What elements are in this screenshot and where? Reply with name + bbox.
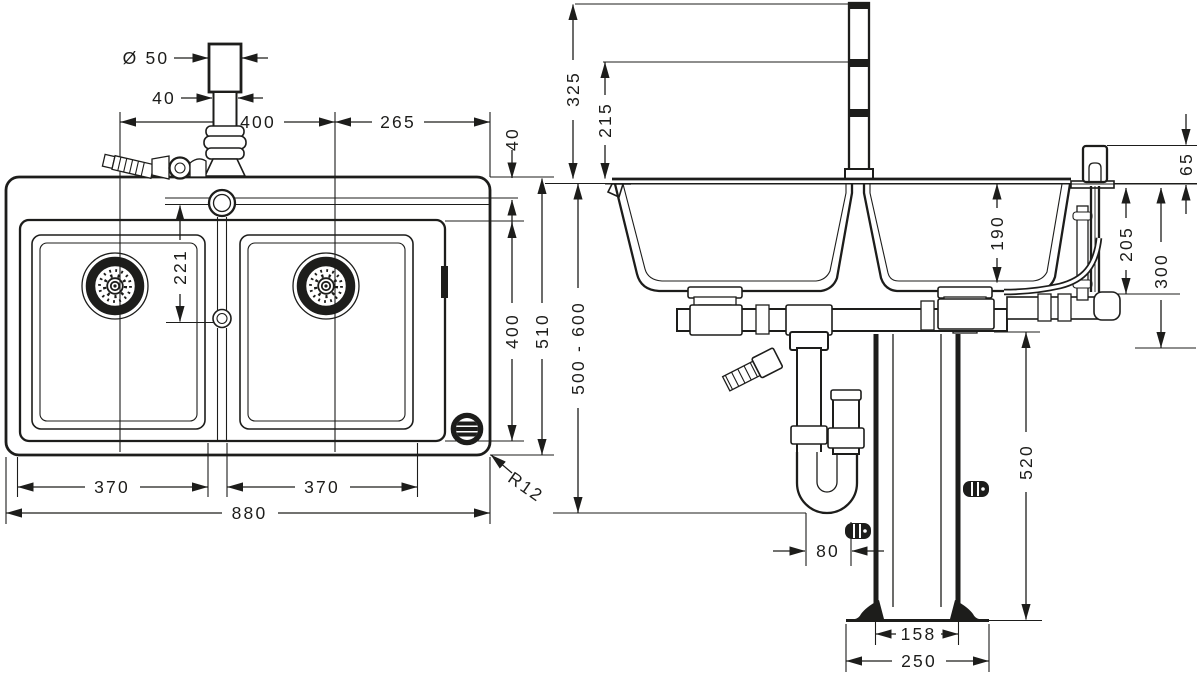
dim-tap-to-left-drain: 400	[240, 112, 276, 132]
dim-right-bowl-width: 370	[304, 477, 340, 497]
dim-trap-offset-label: 80	[816, 541, 840, 561]
sink-section	[606, 177, 1115, 293]
dim-foot-spacing: 158	[901, 624, 937, 644]
waste-actuator	[1003, 144, 1109, 301]
mounting-pillar	[846, 334, 989, 622]
top-view: 400 265 Ø 50 40 40 400 510	[4, 42, 554, 524]
dim-corner-radius-label: R12	[504, 468, 547, 507]
dim-tap-spacing: 400 265	[120, 112, 490, 132]
dim-worktop-height-range: 500 - 600	[568, 301, 588, 395]
right-bowl-outer	[862, 183, 1072, 293]
extension-lines-top-view	[5, 112, 554, 524]
dim-spout-top-height: 325	[563, 71, 583, 107]
dim-column-height-label: 520	[1016, 444, 1036, 480]
dim-base-plate-width: 250	[901, 651, 937, 671]
pillar-foot-left	[855, 600, 884, 619]
pillar-foot-right	[950, 600, 979, 619]
rim-lip-left	[606, 183, 631, 199]
dim-widths: 370 370 880	[6, 477, 490, 523]
p-trap	[721, 331, 865, 515]
overflow-slot	[441, 266, 448, 298]
right-bowl-inner	[869, 183, 1063, 282]
hose-ring	[168, 156, 192, 180]
cable-clip-left	[844, 522, 872, 540]
actuator-knob	[1081, 144, 1109, 184]
dim-overall-width: 880	[232, 503, 268, 523]
dim-bowl-depth: 190	[987, 183, 1007, 283]
dim-spout-diameter: Ø 50	[123, 48, 170, 68]
dim-bowl-depth-label: 190	[987, 215, 1007, 251]
dim-basin-opening-depth: 400	[502, 313, 522, 349]
sink-body	[4, 175, 518, 457]
dim-heights-left: 325 215 500 - 600	[563, 4, 615, 513]
spout-neck	[212, 91, 238, 131]
left-strainer	[82, 253, 148, 319]
dim-waste-control: 221	[170, 205, 190, 322]
dim-overall-depth: 510	[532, 313, 552, 349]
dim-spout-outlet-height: 215	[595, 102, 615, 138]
dim-corner-radius: R12	[490, 454, 548, 507]
hose-weight	[212, 308, 232, 329]
spray-hose	[101, 153, 155, 180]
dim-heights-right: 65 205 300	[1116, 114, 1196, 348]
right-strainer	[293, 253, 359, 319]
spout-head	[207, 42, 243, 94]
left-bowl-inner	[622, 183, 847, 282]
dim-left-bowl-width: 370	[94, 477, 130, 497]
dim-rim-to-tapholes: 40	[502, 127, 522, 151]
dim-drain-drop: 300	[1151, 253, 1171, 289]
section-view: 325 215 500 - 600 190 65 205 300	[545, 1, 1197, 672]
dim-tap-to-right-edge: 265	[380, 112, 416, 132]
dim-depths: 40 400 510	[502, 127, 552, 455]
waste-pipework	[676, 291, 1121, 336]
waste-control-knob	[452, 414, 483, 445]
dim-waste-linkage-drop: 205	[1116, 226, 1136, 262]
dim-tap-to-waste-control: 221	[170, 249, 190, 285]
tap-section	[844, 1, 874, 180]
dim-spout-base-width: 40	[152, 88, 176, 108]
dim-handle-height: 65	[1176, 152, 1196, 176]
dim-base: 158 250	[846, 624, 989, 671]
dim-spout: Ø 50 40	[123, 48, 268, 108]
tap-base-section	[844, 168, 874, 180]
dishwasher-inlet	[721, 347, 784, 392]
tap-base	[203, 158, 247, 177]
tap-plan-view	[101, 42, 247, 180]
left-bowl-outer	[613, 183, 854, 293]
extension-lines-section-view	[545, 3, 1197, 672]
dim-column-height: 520	[1016, 332, 1036, 620]
cable-clip-right	[962, 480, 990, 498]
dim-trap-offset: 80	[773, 541, 884, 561]
bowl-divider	[216, 217, 228, 441]
